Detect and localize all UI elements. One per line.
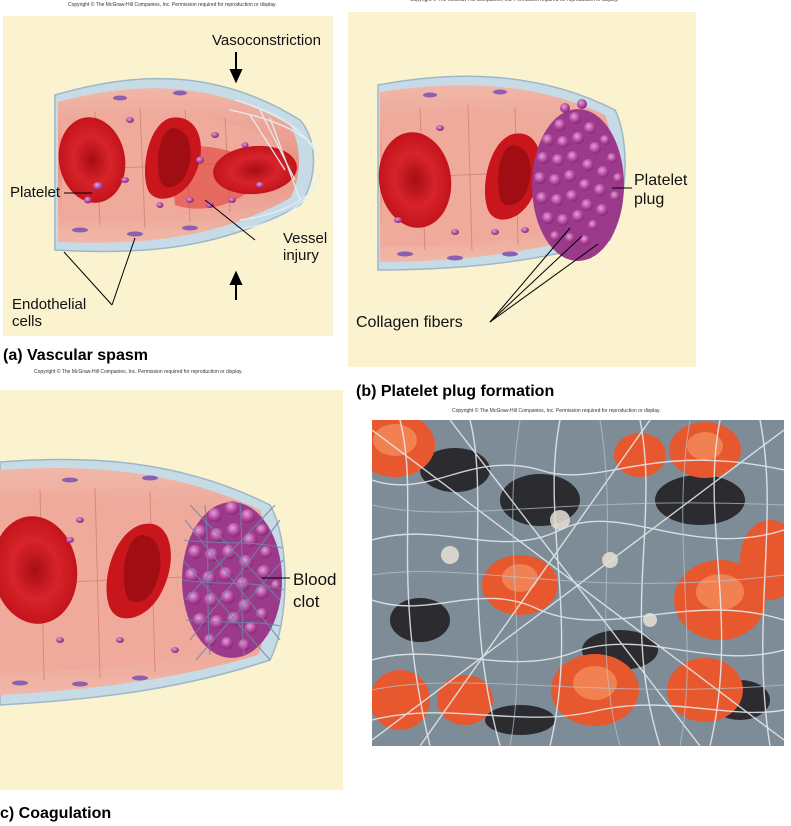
panel-c-vessel [0, 458, 290, 706]
label-platelet-plug-line1: Platelet [634, 172, 688, 189]
label-vasoconstriction: Vasoconstriction [212, 32, 321, 49]
copyright-notice-top-b: Copyright © The McGraw-Hill Companies, I… [410, 0, 619, 3]
caption-platelet-plug-formation: (b) Platelet plug formation [356, 383, 555, 400]
label-blood-clot-line1: Blood [293, 570, 337, 589]
caption-vascular-spasm: (a) Vascular spasm [3, 347, 148, 364]
sem-micrograph [372, 420, 784, 746]
panel-b-vessel [377, 75, 632, 323]
copyright-notice-c: Copyright © The McGraw-Hill Companies, I… [34, 369, 243, 375]
label-vessel-injury-line1: Vessel [283, 230, 328, 247]
caption-coagulation: c) Coagulation [0, 805, 112, 822]
label-platelet-plug-line2: plug [634, 191, 665, 208]
panel-a-vessel [54, 52, 321, 306]
blood-clot-cluster [181, 501, 285, 661]
label-blood-clot-line2: clot [293, 592, 320, 611]
label-platelet: Platelet [10, 184, 61, 201]
label-endothelial-line2: cells [12, 313, 43, 330]
platelet-plug-cluster [532, 99, 624, 261]
copyright-notice-d: Copyright © The McGraw-Hill Companies, I… [452, 408, 661, 414]
label-endothelial-line1: Endothelial [12, 296, 87, 313]
label-collagen-fibers: Collagen fibers [356, 314, 463, 331]
copyright-notice-a: Copyright © The McGraw-Hill Companies, I… [68, 2, 277, 8]
label-vessel-injury-line2: injury [283, 247, 319, 264]
